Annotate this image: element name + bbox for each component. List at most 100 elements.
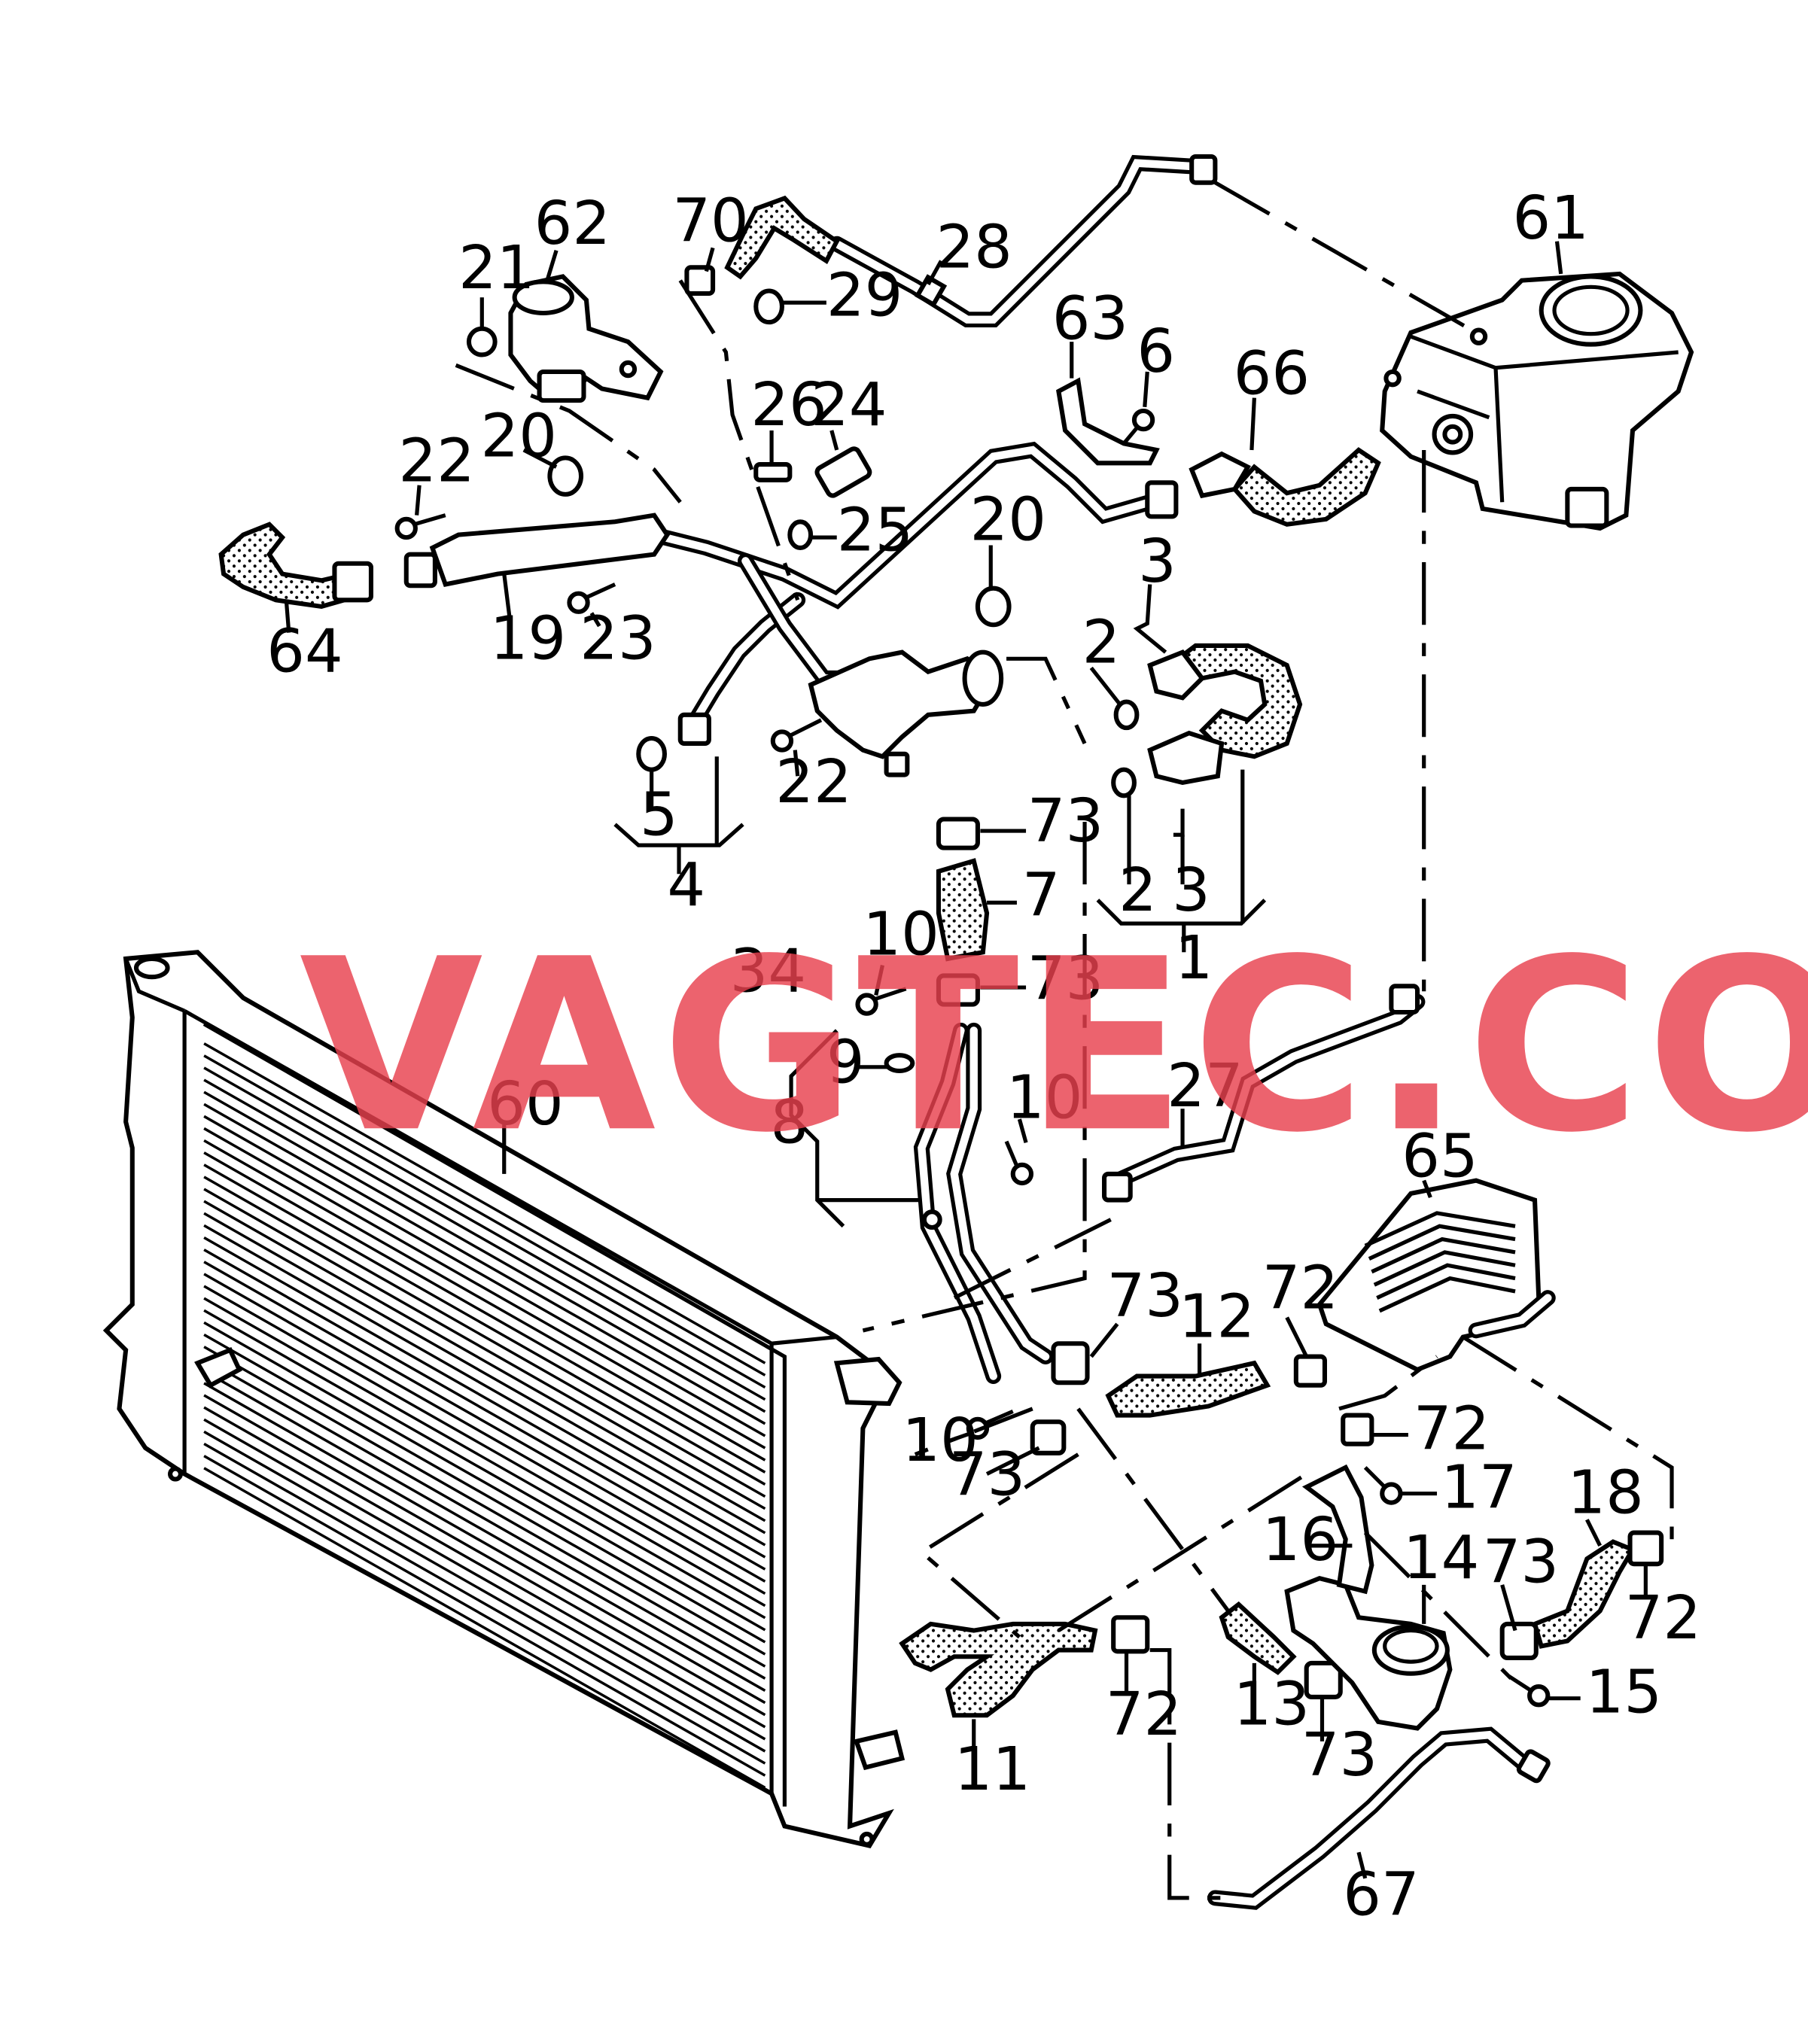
clamp-73-b [936, 973, 980, 1007]
bracket-63 [1056, 377, 1160, 466]
callout-73-right: 73 [1107, 1261, 1183, 1331]
seal-2-a [1113, 699, 1140, 731]
clamp-72-a [1293, 1354, 1328, 1388]
callout-22-mid: 22 [775, 747, 851, 817]
callout-7: 7 [1022, 860, 1061, 930]
callout-8: 8 [770, 1087, 808, 1157]
callout-60: 60 [487, 1069, 563, 1139]
bracket-16 [1301, 1464, 1374, 1595]
callout-10-mid: 10 [1006, 1062, 1082, 1132]
callout-72-mid: 72 [1414, 1394, 1490, 1464]
hose-assembly-1 [1147, 643, 1303, 786]
pipe-67 [1207, 1726, 1551, 1910]
coolant-pump [1284, 1576, 1453, 1731]
callout-72-right: 72 [1625, 1583, 1701, 1653]
callout-12: 12 [1179, 1282, 1255, 1352]
seal-2-b [1111, 767, 1137, 798]
callout-64: 64 [266, 616, 342, 686]
callout-67: 67 [1343, 1859, 1419, 1929]
leader-lines [284, 181, 1674, 1900]
callout-73-top: 73 [1027, 786, 1103, 856]
callout-25: 25 [837, 494, 913, 564]
callout-73-right-low: 73 [1483, 1526, 1559, 1596]
callout-73-mid: 73 [1027, 944, 1103, 1014]
seal-29 [753, 288, 784, 325]
callout-23: 23 [580, 603, 656, 673]
callout-11: 11 [954, 1734, 1030, 1804]
callout-22-top: 22 [398, 426, 474, 496]
callout-1: 1 [1175, 923, 1213, 993]
callout-5: 5 [640, 779, 678, 849]
callout-65: 65 [1402, 1121, 1478, 1191]
pipe-28 [829, 154, 1218, 328]
oil-cooler [1316, 1178, 1556, 1373]
coolant-pipe-assembly [403, 441, 1179, 777]
radiator-fins [203, 1042, 766, 1789]
hose-11 [899, 1621, 1098, 1718]
callout-10-bottom: 10 [902, 1405, 978, 1475]
clamp-73-e [1499, 1621, 1539, 1660]
callout-3-top: 3 [1138, 526, 1176, 596]
watermark: VAGTEC.COM.UA [300, 908, 1808, 1185]
clamp-73-a [936, 817, 980, 850]
callout-17: 17 [1441, 1452, 1517, 1522]
callout-4: 4 [667, 850, 705, 920]
hose-18 [1532, 1539, 1636, 1649]
callout-2-bottom: 2 [1119, 855, 1157, 925]
callout-26: 26 [750, 370, 826, 440]
callout-63: 63 [1052, 284, 1128, 354]
coolant-flange [508, 274, 664, 403]
pipe-27 [1102, 984, 1426, 1203]
callout-62: 62 [534, 188, 610, 258]
callout-16: 16 [1262, 1504, 1338, 1574]
hose-top [724, 195, 840, 280]
callout-6: 6 [1137, 316, 1175, 386]
callout-10-top: 10 [863, 899, 939, 969]
hose-64-clamp [332, 561, 374, 603]
callout-15: 15 [1586, 1657, 1662, 1727]
callout-61: 61 [1513, 183, 1589, 253]
callout-14: 14 [1403, 1522, 1479, 1592]
callout-20-left: 20 [481, 401, 557, 471]
seal-25 [787, 519, 814, 550]
callout-73-bottom: 73 [1301, 1720, 1377, 1790]
seal-20-a [547, 455, 584, 497]
callout-27: 27 [1167, 1051, 1243, 1121]
seal-9 [884, 1053, 915, 1074]
pipe-8 [913, 1022, 1054, 1384]
clamp-72-d [1111, 1615, 1150, 1654]
clamp-70 [684, 265, 716, 297]
callout-9: 9 [826, 1027, 865, 1097]
callout-28: 28 [936, 211, 1012, 281]
clamp-73-d [1030, 1419, 1067, 1455]
callout-34: 34 [730, 935, 806, 1005]
callout-66: 66 [1234, 338, 1310, 408]
clamp-73-c [1051, 1341, 1090, 1385]
seal-20-b [975, 586, 1012, 628]
callout-2-top: 2 [1082, 607, 1121, 677]
callout-73-bottom-left: 73 [949, 1439, 1025, 1509]
clip-26 [753, 462, 793, 482]
callout-20-right: 20 [970, 485, 1046, 555]
seal-21 [466, 326, 498, 357]
callout-21: 21 [458, 233, 534, 303]
bolts [394, 408, 1551, 1708]
callout-70: 70 [672, 186, 748, 256]
callout-13: 13 [1234, 1668, 1310, 1738]
clamp-72-c [1627, 1530, 1664, 1567]
callout-24: 24 [811, 370, 887, 440]
callout-labels: 70 28 61 62 21 29 63 6 66 26 24 22 20 25… [266, 183, 1701, 1929]
expansion-tank [1380, 271, 1694, 531]
callout-3-bottom: 3 [1172, 855, 1210, 925]
hose-13 [1219, 1601, 1297, 1675]
callout-18: 18 [1567, 1458, 1643, 1528]
clamp-72-b [1341, 1413, 1374, 1446]
seal-5 [636, 735, 667, 772]
hose-7 [936, 858, 990, 962]
hose-12 [1105, 1360, 1271, 1418]
hose-66 [1231, 447, 1381, 527]
callout-29: 29 [826, 260, 902, 330]
callout-19: 19 [490, 603, 566, 673]
callout-72-bottom: 72 [1106, 1679, 1182, 1749]
